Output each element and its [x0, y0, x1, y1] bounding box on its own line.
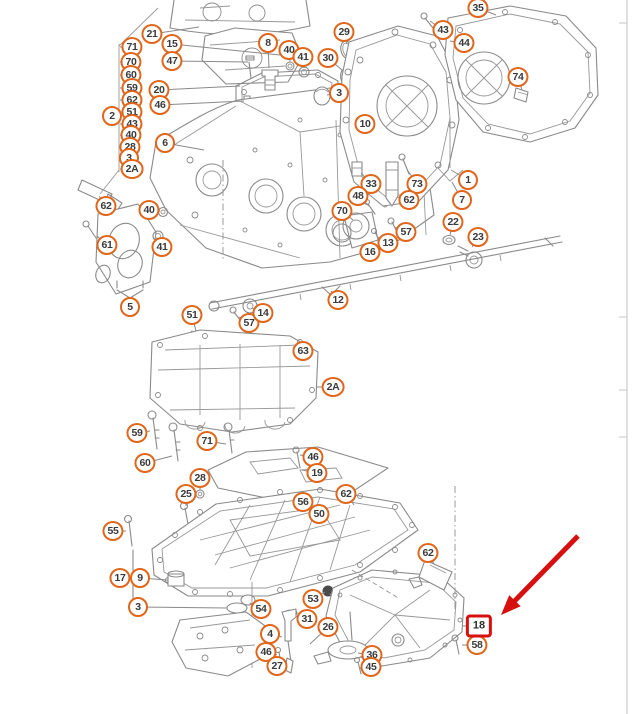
callout-48[interactable]: 48: [347, 186, 369, 206]
right-edge-rule: [619, 0, 627, 714]
leader-line: [159, 100, 245, 106]
callout-8[interactable]: 8: [258, 33, 278, 53]
callout-1[interactable]: 1: [458, 170, 478, 190]
callout-21[interactable]: 21: [141, 24, 163, 44]
leader-line: [137, 606, 228, 609]
callout-16[interactable]: 16: [359, 242, 381, 262]
leader-line: [171, 60, 249, 63]
callout-70[interactable]: 70: [331, 201, 353, 221]
callout-19[interactable]: 19: [306, 463, 328, 483]
callout-62[interactable]: 62: [417, 543, 439, 563]
callout-53[interactable]: 53: [302, 589, 324, 609]
callout-74[interactable]: 74: [507, 67, 529, 87]
callout-23[interactable]: 23: [467, 227, 489, 247]
callout-13[interactable]: 13: [377, 233, 399, 253]
callout-56[interactable]: 56: [292, 492, 314, 512]
callout-5[interactable]: 5: [120, 297, 140, 317]
callout-41[interactable]: 41: [292, 47, 314, 67]
callout-43[interactable]: 43: [432, 20, 454, 40]
callout-62[interactable]: 62: [95, 196, 117, 216]
upper-crankcase-part: [150, 330, 318, 433]
callout-55[interactable]: 55: [102, 521, 124, 541]
callout-17[interactable]: 17: [109, 568, 131, 588]
callout-62[interactable]: 62: [335, 484, 357, 504]
callout-35[interactable]: 35: [467, 0, 489, 18]
lower-baffle-part: [172, 612, 268, 676]
callout-41[interactable]: 41: [151, 237, 173, 257]
callout-2a[interactable]: 2A: [120, 159, 144, 179]
callout-14[interactable]: 14: [252, 303, 274, 323]
callout-10[interactable]: 10: [354, 114, 376, 134]
callout-3[interactable]: 3: [128, 597, 148, 617]
callout-22[interactable]: 22: [442, 212, 464, 232]
callout-60[interactable]: 60: [134, 453, 156, 473]
callout-3[interactable]: 3: [329, 83, 349, 103]
callout-59[interactable]: 59: [126, 423, 148, 443]
callout-27[interactable]: 27: [266, 656, 288, 676]
leader-line: [171, 43, 291, 57]
callout-29[interactable]: 29: [333, 22, 355, 42]
upper-oil-pan-part: [125, 488, 419, 614]
callout-7[interactable]: 7: [452, 190, 472, 210]
callout-47[interactable]: 47: [161, 51, 183, 71]
callout-9[interactable]: 9: [130, 568, 150, 588]
leader-line: [158, 85, 241, 91]
callout-26[interactable]: 26: [317, 617, 339, 637]
callout-40[interactable]: 40: [138, 200, 160, 220]
callout-45[interactable]: 45: [360, 657, 382, 677]
callout-50[interactable]: 50: [308, 504, 330, 524]
callout-71[interactable]: 71: [196, 431, 218, 451]
callout-44[interactable]: 44: [453, 33, 475, 53]
bolt-parts-mid: [148, 411, 234, 461]
callout-28[interactable]: 28: [189, 468, 211, 488]
callout-62[interactable]: 62: [398, 190, 420, 210]
callout-46[interactable]: 46: [149, 95, 171, 115]
callout-25[interactable]: 25: [175, 484, 197, 504]
callout-57[interactable]: 57: [395, 222, 417, 242]
callout-18-highlighted[interactable]: 18: [465, 614, 493, 638]
callout-61[interactable]: 61: [96, 235, 118, 255]
callout-2a[interactable]: 2A: [321, 377, 345, 397]
red-arrow-head: [501, 595, 521, 615]
callout-63[interactable]: 63: [292, 341, 314, 361]
callout-12[interactable]: 12: [327, 290, 349, 310]
callout-54[interactable]: 54: [250, 599, 272, 619]
callout-31[interactable]: 31: [296, 609, 318, 629]
callout-2[interactable]: 2: [102, 106, 122, 126]
callout-30[interactable]: 30: [317, 48, 339, 68]
sealant-tube-part: [409, 560, 452, 590]
oil-pump-parts: [333, 154, 409, 248]
callout-6[interactable]: 6: [155, 133, 175, 153]
timing-cover-part: [340, 13, 459, 206]
red-arrow-shaft: [510, 534, 580, 606]
oil-level-sensor-part: [314, 612, 368, 674]
callout-51[interactable]: 51: [181, 305, 203, 325]
